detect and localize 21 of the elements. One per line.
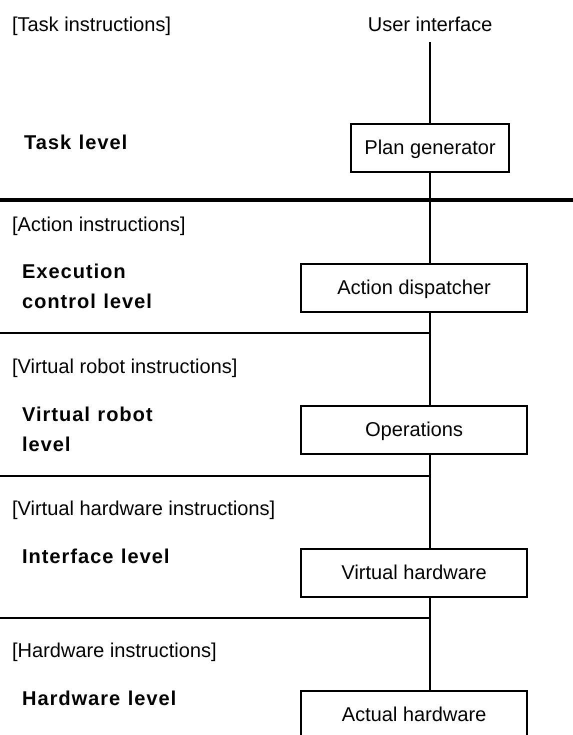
instruction-label: [Hardware instructions]: [12, 640, 217, 663]
interface-label: User interface: [360, 8, 500, 42]
connector-line: [429, 455, 431, 548]
connector-line: [429, 42, 431, 123]
connector-line: [429, 173, 431, 263]
level-name: Task level: [24, 131, 130, 156]
process-box: Plan generator: [350, 123, 510, 173]
level-name: Interface level: [22, 545, 172, 570]
level-name: Hardware level: [22, 687, 178, 712]
level-name: Virtual robot level: [22, 403, 155, 458]
process-box: Operations: [300, 405, 528, 455]
connector-line: [429, 313, 431, 405]
level-name: Execution control level: [22, 260, 154, 315]
instruction-label: [Virtual hardware instructions]: [12, 498, 276, 521]
instruction-label: [Virtual robot instructions]: [12, 356, 238, 379]
instruction-label: [Action instructions]: [12, 214, 186, 237]
connector-line: [429, 598, 431, 690]
instruction-label: [Task instructions]: [12, 14, 171, 37]
process-box: Action dispatcher: [300, 263, 528, 313]
process-box: Actual hardware: [300, 690, 528, 735]
process-box: Virtual hardware: [300, 548, 528, 598]
